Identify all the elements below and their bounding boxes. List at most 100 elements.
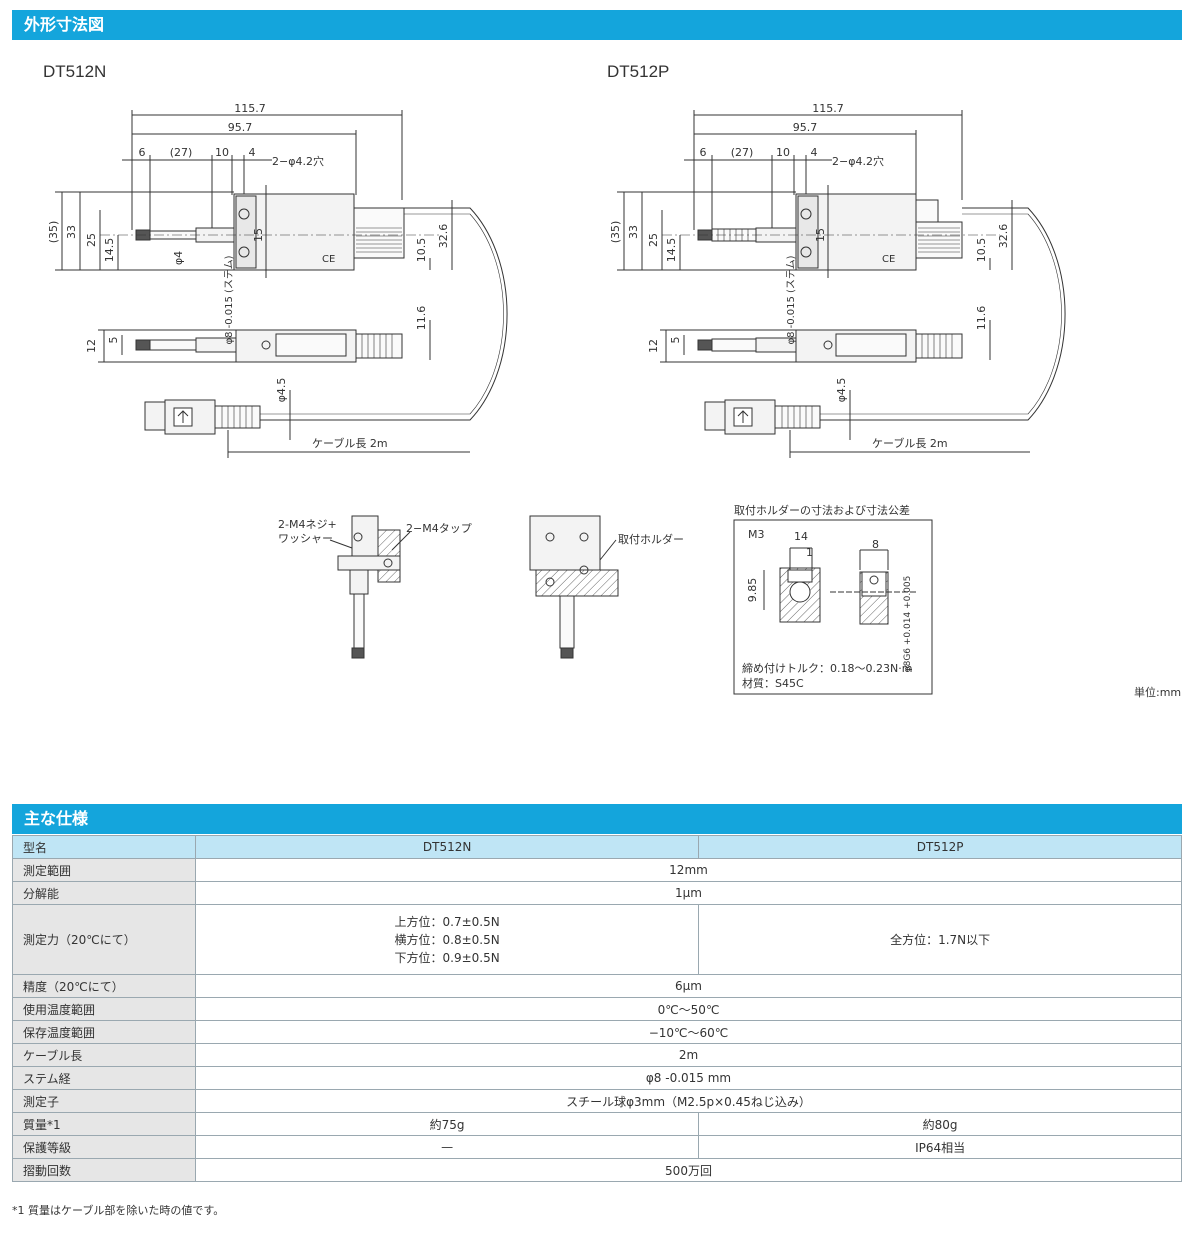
table-row-range: 測定範囲 12mm [12, 858, 1182, 882]
dim-14-5-p: 14.5 [665, 238, 678, 263]
table-row-op-temp: 使用温度範囲 0℃〜50℃ [12, 997, 1182, 1021]
dim-4-p: 4 [811, 146, 818, 159]
drawing-dt512n [55, 110, 508, 458]
dim-6-n: 6 [139, 146, 146, 159]
table-row-cycles: 摺動回数 500万回 [12, 1158, 1182, 1182]
table-row-st-temp: 保存温度範囲 −10℃〜60℃ [12, 1020, 1182, 1044]
row-label: 質量*1 [12, 1112, 196, 1136]
holder-detail-labels: M3 14 1 8 9.85 φ8G6 +0.014 +0.005 締め付けトル… [742, 528, 913, 690]
mount2-label: 取付ホルダー [618, 532, 684, 546]
hole-label-n: 2−φ4.2穴 [272, 154, 324, 168]
holder-title: 取付ホルダーの寸法および寸法公差 [734, 503, 910, 517]
row-label: 測定子 [12, 1089, 196, 1113]
mount1-label-c: 2−M4タップ [406, 522, 472, 535]
dim-35-n: (35) [47, 221, 60, 244]
dim-total-p: 115.7 [812, 102, 844, 115]
row-label: 使用温度範囲 [12, 997, 196, 1021]
row-value-n: 上方位：0.7±0.5N 横方位：0.8±0.5N 下方位：0.9±0.5N [194, 904, 700, 975]
dim-14-5-n: 14.5 [103, 238, 116, 263]
row-label: 測定範囲 [12, 858, 196, 882]
dt512p-dimension-texts: 115.7 95.7 6 (27) 10 4 2−φ4.2穴 (35) 33 2… [609, 102, 1010, 450]
row-value-n: 約75g [194, 1112, 700, 1136]
dimension-drawings: 115.7 95.7 6 (27) 10 4 2−φ4.2穴 (35) 33 2… [47, 102, 1066, 695]
dim-phi4-n: φ4 [172, 251, 185, 265]
spec-table: 型名 DT512N DT512P 測定範囲 12mm 分解能 1μm 測定力（2… [12, 835, 1182, 1182]
table-row-probe: 測定子 スチール球φ3mm（M2.5p×0.45ねじ込み） [12, 1089, 1182, 1113]
row-value: φ8 -0.015 mm [195, 1066, 1182, 1090]
dim-32-6-p: 32.6 [997, 224, 1010, 249]
dim-10-n: 10 [215, 146, 229, 159]
mount1-label-b: ワッシャー [278, 532, 333, 545]
row-value: 6μm [195, 974, 1182, 998]
ce-mark-p: CE [882, 254, 895, 265]
holder-8: 8 [872, 538, 879, 551]
table-row-mass: 質量*1 約75g 約80g [12, 1112, 1182, 1136]
row-value-p: 約80g [698, 1112, 1182, 1136]
header-col-dt512p: DT512P [698, 835, 1182, 859]
ce-mark-n: CE [322, 254, 335, 265]
table-row-force: 測定力（20℃にて） 上方位：0.7±0.5N 横方位：0.8±0.5N 下方位… [12, 904, 1182, 975]
dim-total-n: 115.7 [234, 102, 266, 115]
dim-27-p: (27) [731, 146, 754, 159]
dim-10-p: 10 [776, 146, 790, 159]
mounting-diagram-1 [329, 515, 411, 659]
holder-torque: 締め付けトルク：0.18〜0.23N·m [742, 661, 912, 675]
row-label: 分解能 [12, 881, 196, 905]
mount1-label-a: 2-M4ネジ+ [278, 518, 337, 531]
mounting-diagram-2 [529, 515, 619, 659]
table-row-resolution: 分解能 1μm [12, 881, 1182, 905]
row-label: 摺動回数 [12, 1158, 196, 1182]
row-label: 保存温度範囲 [12, 1020, 196, 1044]
hole-label-p: 2−φ4.2穴 [832, 154, 884, 168]
row-value: 500万回 [195, 1158, 1182, 1182]
dim-10-5-n: 10.5 [415, 238, 428, 263]
force-line-side: 横方位：0.8±0.5N [394, 932, 500, 947]
row-label: ケーブル長 [12, 1043, 196, 1067]
footnote: *1 質量はケーブル部を除いた時の値です。 [12, 1204, 225, 1217]
holder-1: 1 [806, 546, 813, 559]
dim-35-p: (35) [609, 221, 622, 244]
table-row-protection: 保護等級 — IP64相当 [12, 1135, 1182, 1159]
cable-label-p: ケーブル長 2m [872, 436, 948, 450]
mounting-diagram-1-labels: 2-M4ネジ+ ワッシャー 2−M4タップ [278, 518, 472, 545]
holder-material: 材質：S45C [742, 676, 804, 690]
unit-note: 単位:mm [1134, 686, 1182, 699]
dim-phi4-5-p: φ4.5 [835, 378, 848, 403]
force-line-down: 下方位：0.9±0.5N [394, 950, 500, 965]
table-row-header: 型名 DT512N DT512P [12, 835, 1182, 859]
row-value-p: IP64相当 [698, 1135, 1182, 1159]
header-label: 型名 [12, 835, 196, 859]
dim-32-6-n: 32.6 [437, 224, 450, 249]
row-value: 0℃〜50℃ [195, 997, 1182, 1021]
dim-5-p: 5 [669, 337, 682, 344]
dt512n-dimension-texts: 115.7 95.7 6 (27) 10 4 2−φ4.2穴 (35) 33 2… [47, 102, 450, 450]
dim-33-p: 33 [627, 225, 640, 239]
dim-11-6-p: 11.6 [975, 306, 988, 331]
dimensions-section-title: 外形寸法図 [12, 10, 1182, 40]
row-label: 保護等級 [12, 1135, 196, 1159]
row-value: 1μm [195, 881, 1182, 905]
row-value: スチール球φ3mm（M2.5p×0.45ねじ込み） [195, 1089, 1182, 1113]
dim-4-n: 4 [249, 146, 256, 159]
dim-6-p: 6 [700, 146, 707, 159]
specs-section-title: 主な仕様 [12, 804, 1182, 834]
model-label-right: DT512P [607, 62, 670, 81]
dim-11-6-n: 11.6 [415, 306, 428, 331]
holder-9-85: 9.85 [746, 578, 759, 603]
row-label: 測定力（20℃にて） [12, 904, 196, 975]
force-line-up: 上方位：0.7±0.5N [394, 914, 500, 929]
cable-label-n: ケーブル長 2m [312, 436, 388, 450]
row-value-p: 全方位：1.7N以下 [698, 904, 1182, 975]
dim-15-p: 15 [814, 228, 827, 242]
table-row-cable: ケーブル長 2m [12, 1043, 1182, 1067]
row-label: 精度（20℃にて） [12, 974, 196, 998]
dim-15-n: 15 [252, 228, 265, 242]
dim-10-5-p: 10.5 [975, 238, 988, 263]
row-value: −10℃〜60℃ [195, 1020, 1182, 1044]
dim-25-n: 25 [85, 233, 98, 247]
dim-body-n: 95.7 [228, 121, 253, 134]
row-value: 2m [195, 1043, 1182, 1067]
holder-m3: M3 [748, 528, 765, 541]
header-col-dt512n: DT512N [194, 835, 700, 859]
dim-27-n: (27) [170, 146, 193, 159]
